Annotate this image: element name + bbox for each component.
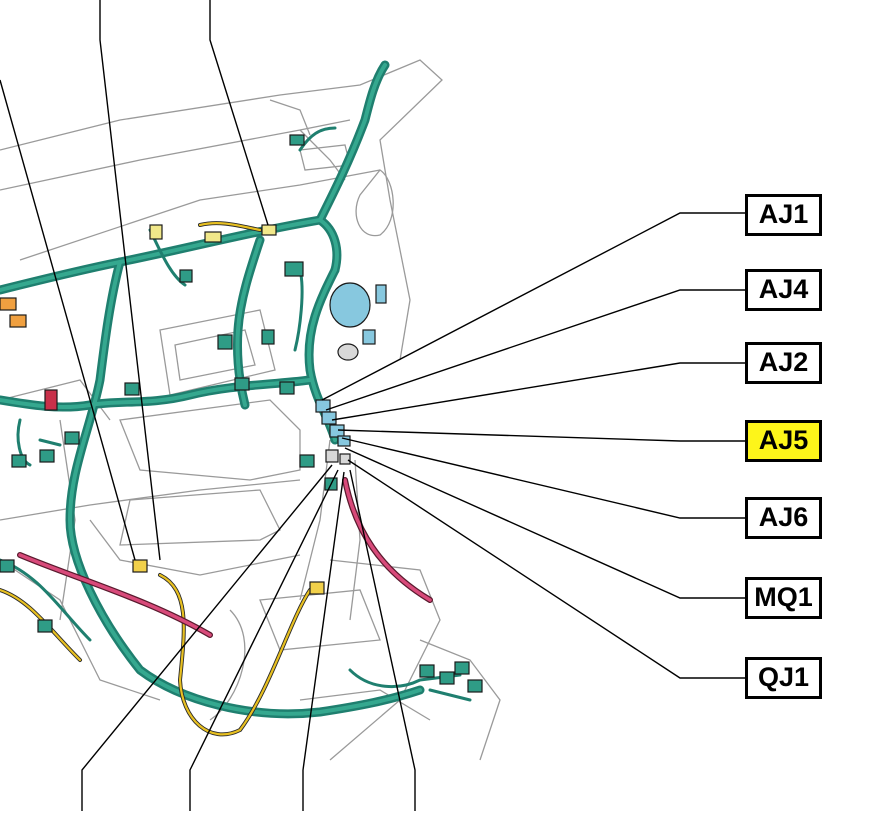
- label-aj6: AJ6: [745, 497, 822, 539]
- label-aj4-text: AJ4: [758, 274, 809, 304]
- label-aj2: AJ2: [745, 342, 822, 384]
- label-aj6-text: AJ6: [758, 502, 809, 532]
- label-aj4: AJ4: [745, 269, 822, 311]
- highlighted-components: [315, 282, 387, 465]
- harness-connectors: [0, 134, 483, 693]
- main-wire-harness: [0, 60, 472, 719]
- label-aj2-text: AJ2: [758, 347, 809, 377]
- label-qj1-text: QJ1: [757, 662, 810, 692]
- label-aj1-text: AJ1: [758, 199, 809, 229]
- leader-lines: [0, 0, 745, 811]
- yellow-wire: [0, 221, 312, 737]
- label-aj5: AJ5: [745, 420, 822, 462]
- label-mq1-text: MQ1: [754, 582, 813, 612]
- label-aj1: AJ1: [745, 194, 822, 236]
- label-mq1: MQ1: [745, 577, 822, 619]
- pink-wire: [17, 477, 433, 638]
- label-aj5-text: AJ5: [758, 425, 809, 455]
- label-qj1: QJ1: [745, 657, 822, 699]
